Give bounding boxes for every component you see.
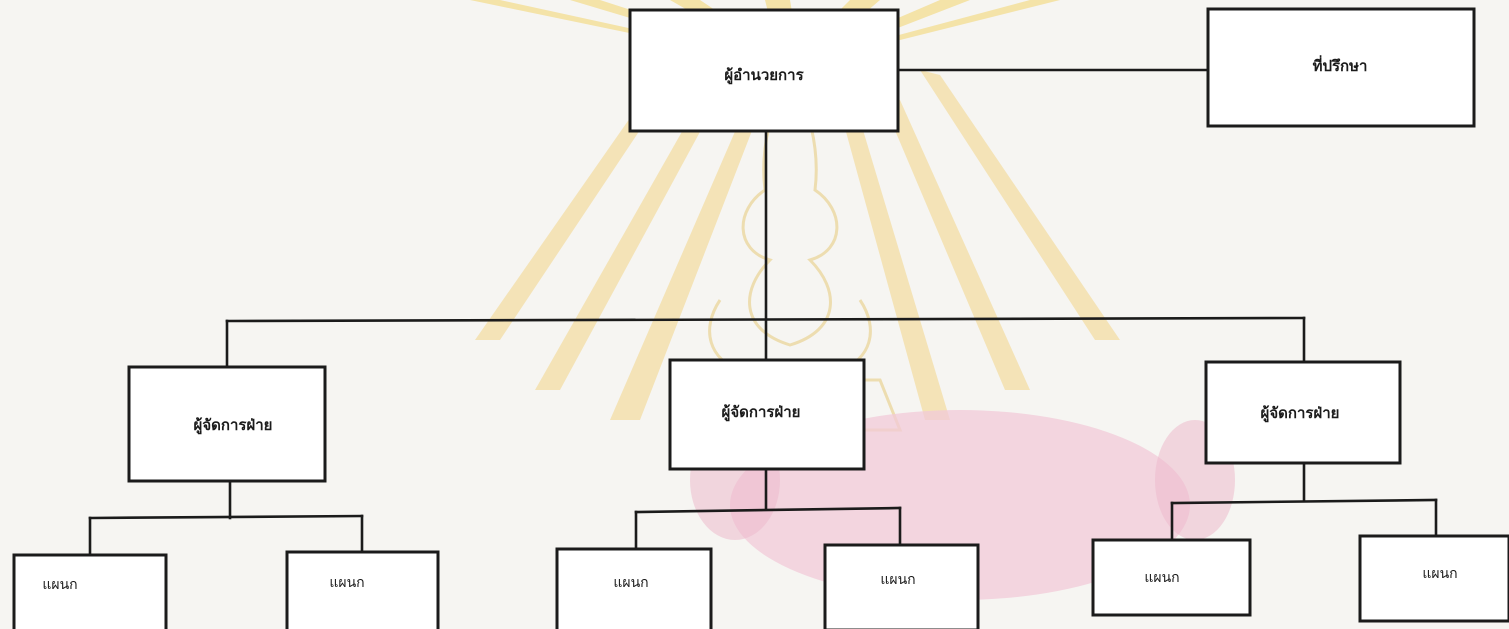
department-box xyxy=(12,553,168,629)
manager-label: ผู้จัดการฝ่าย xyxy=(194,416,273,435)
manager-label: ผู้จัดการฝ่าย xyxy=(722,403,801,422)
manager-2-dept-bus xyxy=(634,506,902,514)
department-label: แผนก xyxy=(1422,566,1457,582)
department-node-6: แผนก xyxy=(1358,534,1509,623)
director-label: ผู้อำนวยการ xyxy=(724,66,804,85)
department-label: แผนก xyxy=(880,572,915,588)
manager-node-2: ผู้จัดการฝ่าย xyxy=(668,358,866,471)
department-node-2: แผนก xyxy=(285,550,440,629)
department-label: แผนก xyxy=(1144,570,1179,586)
director-node: ผู้อำนวยการ xyxy=(628,8,900,133)
director-box xyxy=(628,8,900,133)
manager-node-3: ผู้จัดการฝ่าย xyxy=(1204,360,1402,465)
manager-node-1: ผู้จัดการฝ่าย xyxy=(127,365,327,483)
department-box xyxy=(823,543,980,629)
department-node-3: แผนก xyxy=(555,547,713,629)
advisor-label: ที่ปรึกษา xyxy=(1313,55,1368,75)
department-node-4: แผนก xyxy=(823,543,980,629)
manager-label: ผู้จัดการฝ่าย xyxy=(1261,404,1340,423)
manager-box xyxy=(127,365,327,483)
advisor-box xyxy=(1206,7,1476,128)
department-node-1: แผนก xyxy=(12,553,168,629)
manager-box xyxy=(668,358,866,471)
advisor-node: ที่ปรึกษา xyxy=(1206,7,1476,128)
department-box xyxy=(1091,538,1252,617)
department-box xyxy=(285,550,440,629)
department-box xyxy=(555,547,713,629)
managers-bus xyxy=(225,316,1306,323)
manager-3-dept-bus xyxy=(1170,498,1438,505)
department-node-5: แผนก xyxy=(1091,538,1252,617)
department-label: แผนก xyxy=(613,575,648,591)
department-label: แผนก xyxy=(42,577,77,593)
manager-1-dept-bus xyxy=(88,514,364,520)
connector-lines xyxy=(88,68,1438,557)
manager-box xyxy=(1204,360,1402,465)
department-label: แผนก xyxy=(329,575,364,591)
department-box xyxy=(1358,534,1509,623)
